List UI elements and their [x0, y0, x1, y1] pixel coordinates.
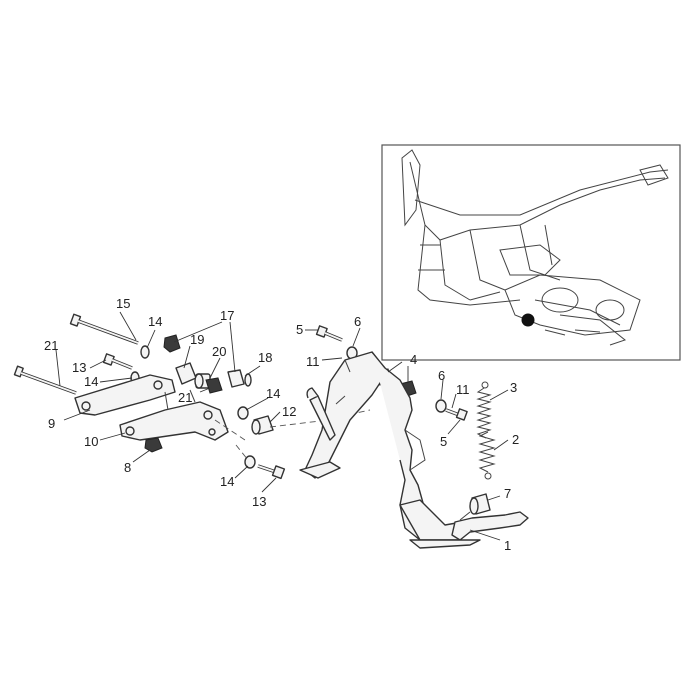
- callout-14-c: 14: [266, 386, 280, 401]
- callout-1: 1: [504, 538, 511, 553]
- washer-14-mid: [237, 406, 249, 420]
- washer-6-right: [435, 399, 447, 413]
- callout-18: 19: [190, 332, 204, 347]
- callout-13-a: 13: [72, 360, 86, 375]
- center-stand-1: [299, 351, 529, 549]
- spacer-19-20: [194, 373, 223, 394]
- callout-labels: 15 14 21 13 14 9 10 8 19 17 20 21 18 14 …: [44, 296, 519, 553]
- callout-13-b: 13: [252, 494, 266, 509]
- callout-4: 4: [410, 352, 417, 367]
- bolt-21: [13, 365, 77, 395]
- bracket-9: [74, 374, 176, 416]
- callout-11-b: 11: [456, 382, 470, 397]
- inset-frame-view: [381, 144, 681, 361]
- bolt-13-upper: [102, 353, 133, 370]
- callout-17: 18: [258, 350, 272, 365]
- callout-9: 9: [48, 416, 55, 431]
- spacer-12: [251, 415, 274, 435]
- callout-14-a: 14: [148, 314, 162, 329]
- callout-8: 8: [124, 460, 131, 475]
- bolt-15: [69, 313, 139, 345]
- bracket-10: [119, 389, 229, 441]
- inset-border: [381, 144, 681, 361]
- callout-19: 20: [212, 344, 226, 359]
- washer-14-bottom: [244, 455, 256, 469]
- callout-2: 2: [512, 432, 519, 447]
- bolt-13-lower: [257, 464, 286, 480]
- scooter-frame-sketch: [401, 149, 669, 346]
- nut-17: [227, 369, 252, 388]
- callout-3: 3: [510, 380, 517, 395]
- callout-10: 10: [84, 434, 98, 449]
- leader-lines: [55, 311, 509, 541]
- callout-12: 12: [282, 404, 296, 419]
- callout-15: 15: [116, 296, 130, 311]
- alignment-line-c: [235, 444, 249, 461]
- nut-16-top: [163, 334, 181, 353]
- rubber-stop-7: [459, 493, 491, 521]
- spring-3: [476, 381, 492, 439]
- callout-16: 17: [220, 308, 234, 323]
- bolt-5-right: [445, 408, 468, 421]
- nut-8: [144, 437, 163, 453]
- callout-6-a: 6: [354, 314, 361, 329]
- callout-20: 21: [178, 390, 192, 405]
- callout-14-b: 14: [84, 374, 98, 389]
- callout-5-b: 5: [440, 434, 447, 449]
- callout-11-a: 11: [306, 354, 320, 369]
- callout-21: 21: [44, 338, 58, 353]
- bolt-5-upper: [315, 325, 343, 342]
- alignment-line-a: [214, 419, 246, 441]
- callout-7: 7: [504, 486, 511, 501]
- bushing-18: [175, 362, 197, 385]
- callout-14-d: 14: [220, 474, 234, 489]
- callout-5-a: 5: [296, 322, 303, 337]
- callout-6-b: 6: [438, 368, 445, 383]
- spring-2: [478, 431, 496, 480]
